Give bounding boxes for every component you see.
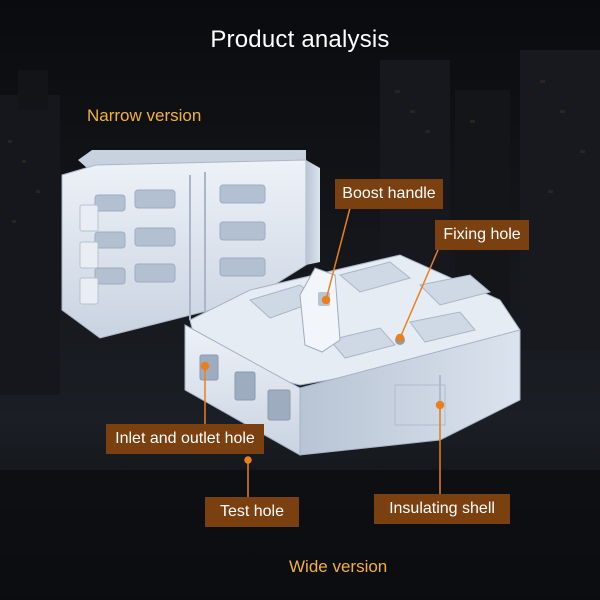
narrow-version-caption: Narrow version [87,106,202,125]
leader-fixing-hole-dot [395,333,405,343]
boost-handle-label: Boost handle [335,179,443,209]
leader-test-hole-dot [244,456,252,464]
leader-fixing-hole [399,249,439,339]
inlet-outlet-hole-label: Inlet and outlet hole [106,424,264,454]
leader-inlet-outlet-hole-dot [200,361,210,371]
wide-version-caption: Wide version [289,557,388,576]
wide-connector-illustration [184,254,521,456]
leader-insulating-shell-dot [435,400,445,410]
leader-boost-handle [325,207,351,301]
page-title: Product analysis [210,26,390,53]
insulating-shell-label: Insulating shell [374,494,510,524]
narrow-connector-illustration [61,150,320,339]
test-hole-label: Test hole [205,497,299,527]
leader-lines [200,207,445,497]
fixing-hole-label: Fixing hole [435,220,529,250]
leader-boost-handle-dot [321,295,331,305]
